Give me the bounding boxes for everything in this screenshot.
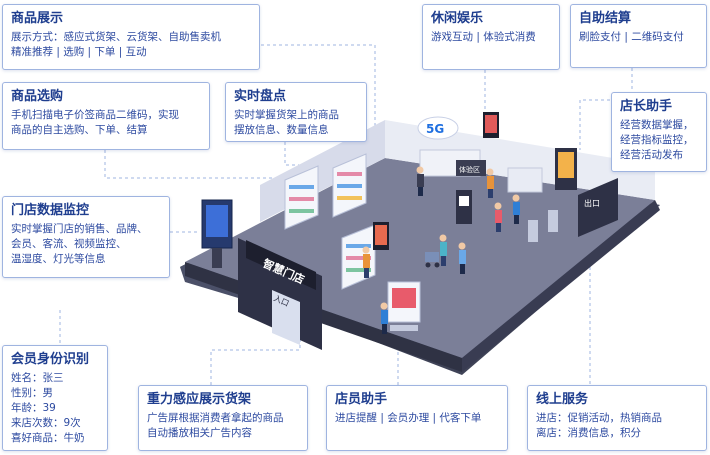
5g-label: 5G (426, 122, 444, 136)
card-member-id: 会员身份识别 姓名：张三 性别：男 年龄：39 来店次数：9次 喜好商品：牛奶 (2, 345, 108, 451)
card-desc: 实时掌握门店的销售、品牌、 会员、客流、视频监控、 温湿度、灯光等信息 (11, 223, 148, 265)
stroller-icon (425, 252, 440, 268)
gravity-shelf-unit (387, 281, 421, 331)
card-title: 自助结算 (579, 11, 632, 26)
person-icon (439, 234, 447, 266)
card-title: 商品展示 (11, 11, 64, 26)
card-gravity-shelf: 重力感应展示货架 广告屏根据消费者拿起的商品 自动播放相关广告内容 (138, 385, 308, 451)
5g-badge: 5G (417, 116, 459, 140)
card-title: 重力感应展示货架 (147, 392, 252, 407)
shoppers (362, 166, 520, 334)
exit-label: 出口 (584, 198, 600, 208)
card-desc: 进店：促销活动，热销商品 离店：消费信息，积分 (536, 412, 662, 439)
card-clerk-assistant: 店员助手 进店提醒 | 会员办理 | 代客下单 (326, 385, 508, 451)
card-product-selection: 商品选购 手机扫描电子价签商品二维码，实现 商品的自主选购、下单、结算 (2, 82, 210, 150)
person-icon (380, 302, 388, 334)
card-desc: 刷脸支付 | 二维码支付 (579, 31, 684, 43)
experience-label: 体验区 (459, 165, 480, 174)
card-title: 门店数据监控 (11, 203, 90, 218)
card-desc: 展示方式：感应式货架、云货架、自助售卖机 精准推荐 | 选购 | 下单 | 互动 (11, 31, 221, 58)
card-desc: 实时掌握货架上的商品 摆放信息、数量信息 (234, 109, 339, 136)
person-icon (458, 242, 466, 274)
qr-payment-totem (456, 190, 472, 224)
vending-machines (507, 148, 577, 193)
card-title: 店员助手 (335, 392, 388, 407)
card-manager-assistant: 店长助手 经营数据掌握， 经营指标监控， 经营活动发布 (611, 92, 707, 172)
card-store-monitor: 门店数据监控 实时掌握门店的销售、品牌、 会员、客流、视频监控、 温湿度、灯光等… (2, 196, 170, 278)
person-icon (512, 194, 520, 224)
back-wall (385, 120, 655, 200)
card-desc: 游戏互动 | 体验式消费 (431, 31, 536, 43)
shelf-group-left (284, 153, 367, 230)
card-title: 店长助手 (620, 99, 673, 114)
card-desc: 广告屏根据消费者拿起的商品 自动播放相关广告内容 (147, 412, 284, 439)
exit-gate: 出口 (528, 178, 618, 242)
card-desc: 姓名：张三 性别：男 年龄：39 来店次数：9次 喜好商品：牛奶 (11, 372, 85, 444)
card-title: 会员身份识别 (11, 352, 90, 367)
monitor-kiosk (201, 199, 233, 268)
person-icon (362, 246, 370, 278)
card-product-display: 商品展示 展示方式：感应式货架、云货架、自助售卖机 精准推荐 | 选购 | 下单… (2, 4, 260, 70)
person-icon (486, 168, 494, 198)
card-self-checkout: 自助结算 刷脸支付 | 二维码支付 (570, 4, 707, 68)
person-icon (494, 202, 502, 232)
card-title: 休闲娱乐 (431, 11, 484, 26)
person-icon (416, 166, 424, 196)
card-leisure: 休闲娱乐 游戏互动 | 体验式消费 (422, 4, 560, 70)
experience-area: 体验区 (419, 112, 499, 177)
card-title: 线上服务 (536, 392, 589, 407)
card-desc: 进店提醒 | 会员办理 | 代客下单 (335, 412, 482, 424)
card-title: 商品选购 (11, 89, 64, 104)
card-title: 实时盘点 (234, 89, 287, 104)
card-desc: 经营数据掌握， 经营指标监控， 经营活动发布 (620, 119, 694, 161)
card-desc: 手机扫描电子价签商品二维码，实现 商品的自主选购、下单、结算 (11, 109, 179, 136)
card-online-service: 线上服务 进店：促销活动，热销商品 离店：消费信息，积分 (527, 385, 707, 451)
card-inventory: 实时盘点 实时掌握货架上的商品 摆放信息、数量信息 (225, 82, 367, 142)
